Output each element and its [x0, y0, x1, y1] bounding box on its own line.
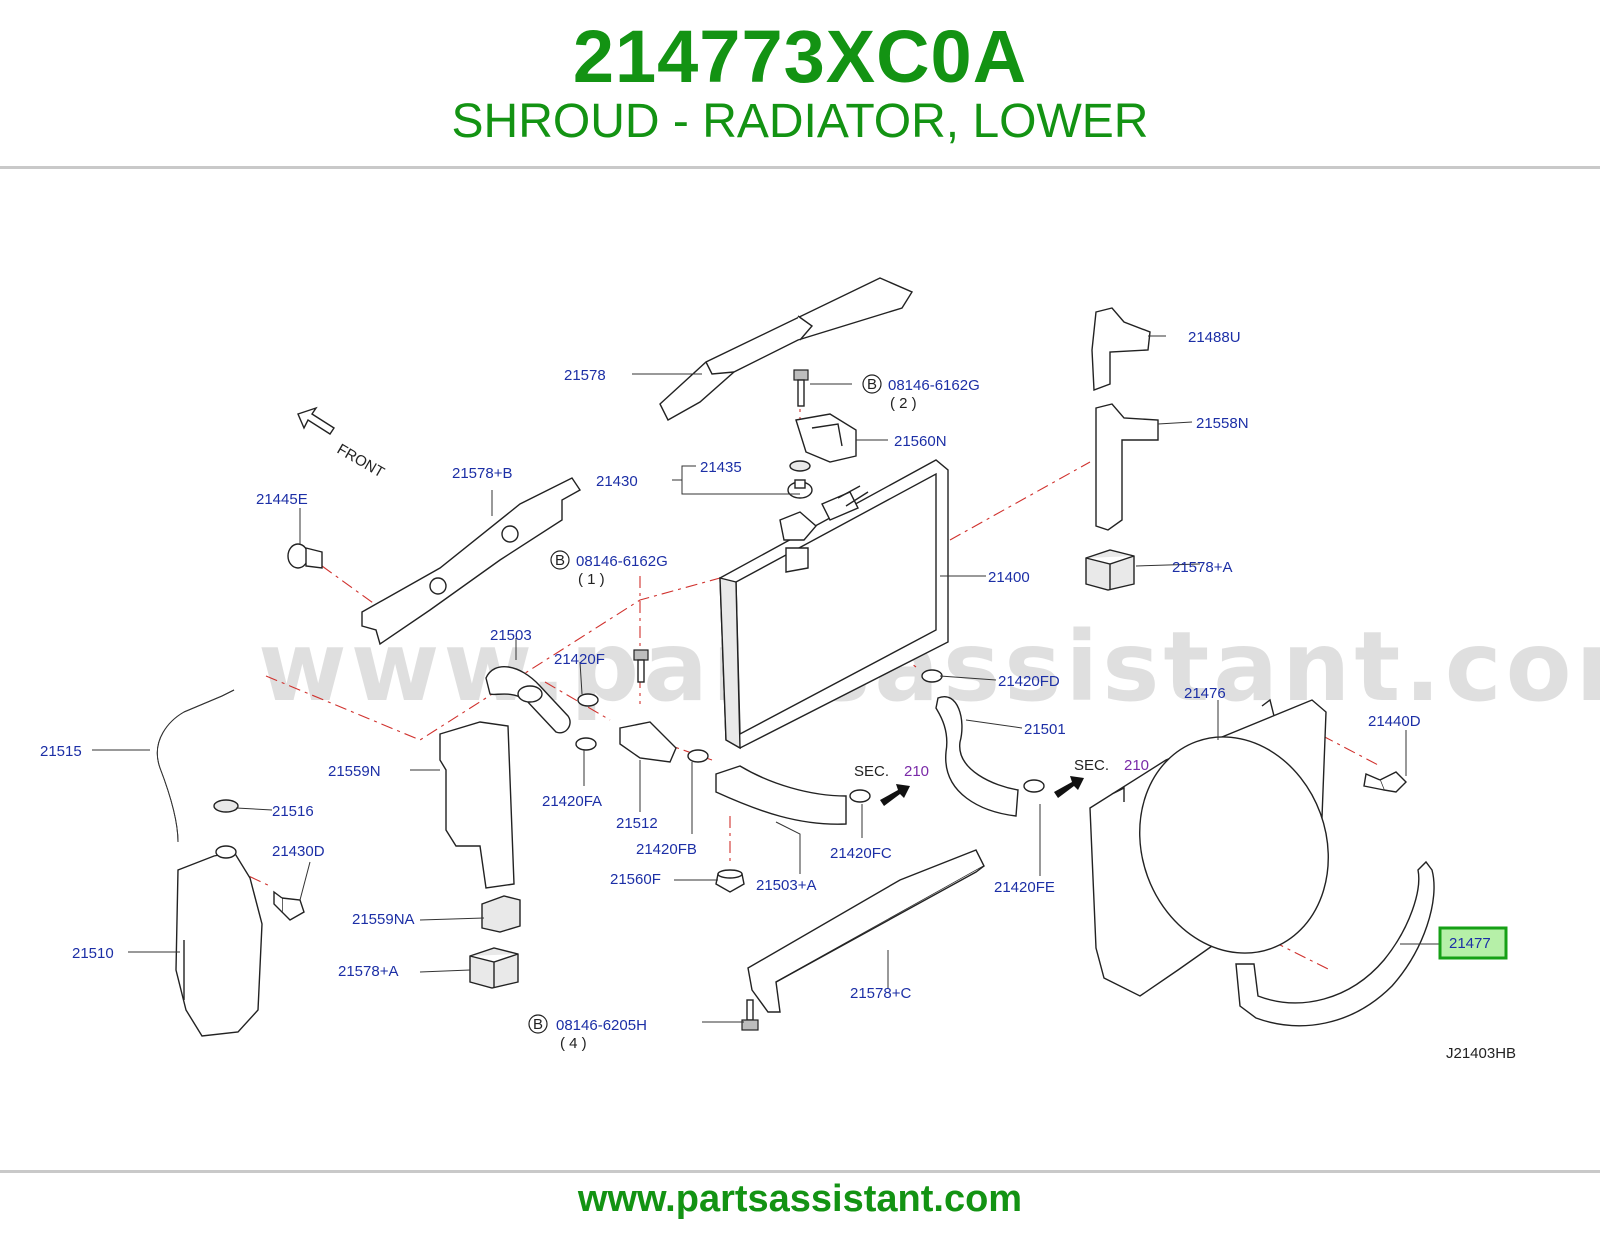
part-number-title: 214773XC0A	[572, 15, 1028, 98]
section-reference-left[interactable]: SEC. 210	[854, 763, 929, 780]
part-21559NA-block	[481, 895, 521, 933]
bolt-icon	[793, 369, 809, 407]
arrow-right-icon	[880, 776, 1084, 806]
part-label[interactable]: 21559N	[328, 763, 381, 780]
part-21560N-mount	[795, 413, 857, 463]
part-label[interactable]: 21512	[616, 815, 658, 832]
part-label[interactable]: 21560N	[894, 433, 947, 450]
bolt-part-number[interactable]: 08146-6162G	[888, 377, 980, 394]
part-21445E-clip	[287, 543, 323, 569]
bolt-quantity: ( 4 )	[560, 1035, 587, 1052]
part-21435-cap-seal	[789, 460, 811, 472]
part-21578A-block-right	[1085, 549, 1135, 591]
sec-number[interactable]: 210	[904, 763, 929, 780]
footer-url-link[interactable]: www.partsassistant.com	[577, 1178, 1023, 1220]
part-label[interactable]: 21400	[988, 569, 1030, 586]
bolt-icon	[273, 890, 305, 921]
part-label[interactable]: 21516	[272, 803, 314, 820]
part-21430-radiator-cap	[787, 479, 813, 499]
diagram-code: J21403HB	[1446, 1045, 1516, 1062]
bolt-part-number[interactable]: 08146-6205H	[556, 1017, 647, 1034]
highlighted-part-label[interactable]: 21477	[1449, 935, 1491, 952]
b-circle-icon	[862, 374, 882, 394]
part-label[interactable]: 21420FA	[542, 793, 602, 810]
leader-lines	[92, 335, 1442, 1023]
bolt-callout-bottom[interactable]: B 08146-6205H ( 4 )	[528, 1014, 647, 1052]
part-21477-lower-shroud	[1235, 860, 1435, 1027]
hose-clamp-icon	[575, 669, 1045, 803]
part-labels: 21578 21488U 21560N 21558N 21435 21430 2…	[40, 329, 1421, 1002]
part-label[interactable]: 21560F	[610, 871, 661, 888]
sec-prefix: SEC.	[854, 763, 889, 780]
sec-prefix: SEC.	[1074, 757, 1109, 774]
bolt-quantity: ( 1 )	[578, 571, 605, 588]
footer-divider	[0, 1170, 1600, 1173]
part-label[interactable]: 21420FE	[994, 879, 1055, 896]
part-label[interactable]: 21559NA	[352, 911, 415, 928]
b-circle-letter: B	[533, 1016, 543, 1033]
part-label[interactable]: 21578+C	[850, 985, 911, 1002]
part-label[interactable]: 21420FC	[830, 845, 892, 862]
sec-number[interactable]: 210	[1124, 757, 1149, 774]
part-21503-upper-hose	[485, 665, 571, 734]
part-21560F-grommet	[715, 869, 745, 893]
part-label[interactable]: 21515	[40, 743, 82, 760]
highlighted-part-21477[interactable]: 21477	[1438, 926, 1508, 960]
part-label[interactable]: 21503+A	[756, 877, 816, 894]
part-21400-radiator	[719, 459, 949, 750]
part-label[interactable]: 21440D	[1368, 713, 1421, 730]
bolt-icon	[741, 999, 759, 1031]
part-label[interactable]: 21420FD	[998, 673, 1060, 690]
part-21516-cap	[213, 799, 239, 813]
b-circle-letter: B	[867, 376, 877, 393]
part-label[interactable]: 21430	[596, 473, 638, 490]
b-circle-letter: B	[555, 552, 565, 569]
part-label[interactable]: 21435	[700, 459, 742, 476]
part-description: SHROUD - RADIATOR, LOWER	[451, 95, 1149, 148]
part-label[interactable]: 21510	[72, 945, 114, 962]
part-21578C-lower-seal	[747, 849, 985, 1013]
part-label[interactable]: 21503	[490, 627, 532, 644]
part-label[interactable]: 21578+B	[452, 465, 512, 482]
part-21488U-bracket	[1091, 307, 1151, 391]
part-label[interactable]: 21488U	[1188, 329, 1241, 346]
part-label[interactable]: 21578+A	[338, 963, 398, 980]
part-21578-upper-seal	[659, 277, 914, 421]
section-reference-right[interactable]: SEC. 210	[1074, 757, 1149, 774]
b-circle-icon	[550, 550, 570, 570]
part-21559N-bracket	[439, 721, 515, 889]
bolt-icon	[1363, 771, 1407, 793]
part-21578B-side-seal	[361, 477, 582, 646]
part-21512-outlet	[619, 721, 677, 763]
front-arrow-icon	[297, 406, 335, 435]
b-circle-icon	[528, 1014, 548, 1034]
part-label[interactable]: 21578	[564, 367, 606, 384]
part-label[interactable]: 21558N	[1196, 415, 1249, 432]
page-header: 214773XC0A SHROUD - RADIATOR, LOWER	[0, 0, 1600, 168]
part-21476-shroud	[1089, 698, 1329, 997]
part-label[interactable]: 21578+A	[1172, 559, 1232, 576]
bolt-part-number[interactable]: 08146-6162G	[576, 553, 668, 570]
part-21501-hose	[935, 695, 1019, 817]
part-label[interactable]: 21420FB	[636, 841, 697, 858]
part-21503A-lower-hose	[715, 765, 847, 825]
part-21578A-block-left	[469, 947, 519, 989]
part-label[interactable]: 21501	[1024, 721, 1066, 738]
part-21515-overflow-hose	[156, 689, 235, 843]
bolt-quantity: ( 2 )	[890, 395, 917, 412]
part-label[interactable]: 21476	[1184, 685, 1226, 702]
part-label[interactable]: 21420F	[554, 651, 605, 668]
bolt-callout-middle[interactable]: B 08146-6162G ( 1 )	[550, 550, 668, 588]
front-label: FRONT	[334, 441, 387, 482]
bolt-callout-top[interactable]: B 08146-6162G ( 2 )	[862, 374, 980, 412]
part-label[interactable]: 21445E	[256, 491, 308, 508]
part-21510-reservoir-tank	[175, 845, 263, 1037]
part-21558N-bracket	[1095, 403, 1159, 531]
part-label[interactable]: 21430D	[272, 843, 325, 860]
header-divider	[0, 166, 1600, 169]
bolt-icon	[633, 649, 649, 683]
